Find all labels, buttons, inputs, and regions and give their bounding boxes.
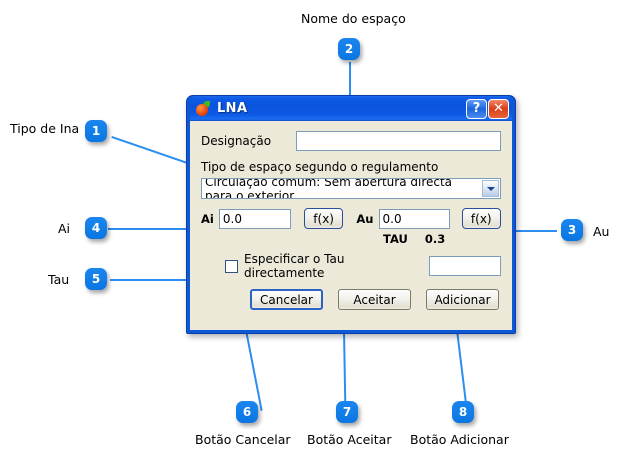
tau-checkbox-row: Especificar o Tau directamente — [201, 252, 501, 280]
callout-label-6: Botão Cancelar — [195, 432, 291, 447]
callout-label-1: Tipo de Ina — [10, 121, 80, 136]
au-fx-button[interactable]: f(x) — [461, 208, 501, 229]
ai-input[interactable] — [218, 208, 291, 229]
callout-badge-3: 3 — [561, 219, 583, 241]
close-icon[interactable]: ✕ — [488, 98, 509, 119]
au-label: Au — [356, 211, 374, 226]
callout-badge-6: 6 — [236, 401, 258, 423]
tau-label: TAU — [383, 232, 408, 246]
leader-line-7 — [343, 330, 347, 404]
ai-au-row: Ai f(x) Au f(x) — [201, 208, 501, 229]
leader-line-5 — [110, 279, 210, 281]
callout-label-8: Botão Adicionar — [410, 432, 509, 447]
tau-value: 0.3 — [424, 232, 446, 246]
help-button[interactable]: ? — [466, 98, 487, 119]
leader-line-4 — [108, 228, 190, 230]
dialog-body: Designação Tipo de espaço segundo o regu… — [190, 121, 512, 330]
callout-badge-8: 8 — [452, 401, 474, 423]
cancel-button[interactable]: Cancelar — [250, 289, 323, 310]
ai-fx-button[interactable]: f(x) — [303, 208, 344, 229]
ai-label: Ai — [201, 211, 214, 226]
callout-badge-2: 2 — [338, 38, 360, 60]
callout-badge-4: 4 — [85, 217, 107, 239]
app-logo-icon — [196, 101, 211, 116]
dialog-buttons-row: Cancelar Aceitar Adicionar — [201, 289, 501, 310]
callout-label-7: Botão Aceitar — [307, 432, 392, 447]
dialog-title: LNA — [217, 101, 248, 116]
leader-line-3 — [493, 230, 557, 232]
dialog-titlebar[interactable]: LNA ? ✕ — [190, 96, 512, 121]
especificar-tau-checkbox[interactable] — [225, 259, 238, 273]
callout-label-3: Au — [593, 224, 610, 239]
tau-direct-input[interactable] — [429, 256, 501, 276]
callout-badge-7: 7 — [336, 401, 358, 423]
tau-readout-row: TAU 0.3 — [201, 232, 501, 246]
callout-label-2: Nome do espaço — [301, 11, 406, 26]
accept-button[interactable]: Aceitar — [338, 289, 411, 310]
tipo-espaco-label: Tipo de espaço segundo o regulamento — [201, 160, 439, 174]
leader-line-8 — [456, 330, 468, 404]
designacao-input[interactable] — [295, 131, 501, 151]
designacao-label: Designação — [201, 134, 272, 148]
especificar-tau-label: Especificar o Tau directamente — [244, 252, 345, 280]
callout-label-5: Tau — [48, 272, 70, 287]
tipo-espaco-select[interactable]: Circulação comum: Sem abertura directa p… — [201, 178, 501, 199]
callout-badge-1: 1 — [85, 120, 107, 142]
callout-label-4: Ai — [58, 221, 71, 236]
add-button[interactable]: Adicionar — [426, 289, 499, 310]
callout-badge-5: 5 — [85, 268, 107, 290]
au-input[interactable] — [378, 208, 450, 229]
tipo-espaco-selected-value: Circulação comum: Sem abertura directa p… — [205, 178, 453, 199]
designacao-row: Designação — [201, 131, 501, 151]
chevron-down-icon[interactable] — [482, 180, 499, 197]
lna-dialog: LNA ? ✕ Designação Tipo de espaço segund… — [186, 95, 516, 334]
leader-line-6 — [245, 330, 263, 411]
